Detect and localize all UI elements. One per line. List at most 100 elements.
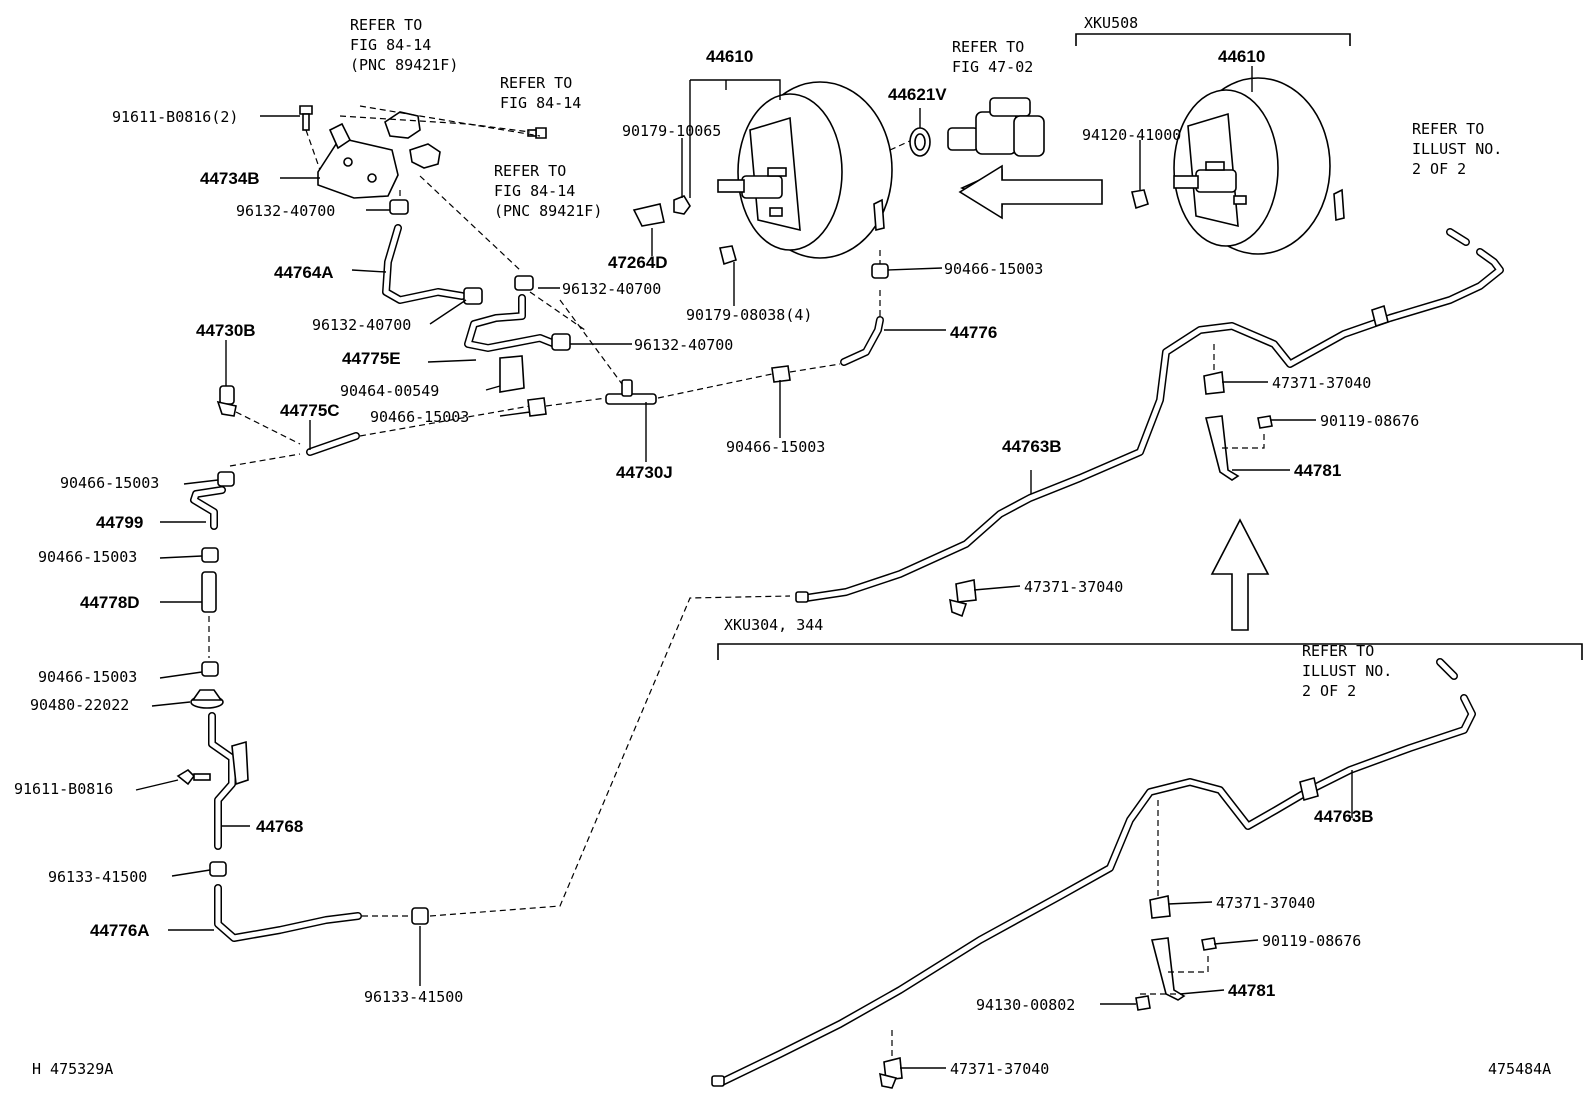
- label-44781-a: 44781: [1294, 461, 1341, 480]
- ref-fig-84-14-pnc-a: REFER TO FIG 84-14 (PNC 89421F): [350, 16, 458, 74]
- bolt-90119-08676-b: [1201, 937, 1217, 951]
- label-44799: 44799: [96, 513, 143, 532]
- label-96132-40700-c: 96132-40700: [562, 280, 661, 298]
- label-90119-08676-b: 90119-08676: [1262, 932, 1361, 950]
- clamp-96132-40700-a: [389, 199, 409, 215]
- clip-47371-37040-d: [879, 1030, 903, 1089]
- direction-arrow-up: [1210, 518, 1270, 631]
- reference-notes: REFER TO FIG 84-14 (PNC 89421F) REFER TO…: [350, 16, 1511, 700]
- label-44775e: 44775E: [342, 349, 401, 368]
- clamp-96132-40700-c: [514, 275, 534, 291]
- label-90466-15003-a: 90466-15003: [370, 408, 469, 426]
- clamp-96133-41500-b: [411, 907, 429, 925]
- label-94130-00802: 94130-00802: [976, 996, 1075, 1014]
- bracket-47264d: [632, 203, 665, 227]
- variant-label-bottom: XKU304, 344: [724, 616, 823, 634]
- label-44778d: 44778D: [80, 593, 140, 612]
- clamp-90466-15003-f: [771, 365, 791, 383]
- label-90466-15003-b: 90466-15003: [60, 474, 159, 492]
- label-90179-08038-4: 90179-08038(4): [686, 306, 812, 324]
- label-44776: 44776: [950, 323, 997, 342]
- label-44768: 44768: [256, 817, 303, 836]
- label-44610-b: 44610: [1218, 47, 1265, 66]
- grommet-90480-22022: [190, 689, 224, 709]
- ref-fig-47-02: REFER TO FIG 47-02: [952, 38, 1033, 76]
- variant-bracket-bottom: [717, 643, 1583, 660]
- label-96132-40700-b: 96132-40700: [312, 316, 411, 334]
- label-44776a: 44776A: [90, 921, 150, 940]
- clamp-90466-15003-b: [217, 471, 235, 487]
- clip-47371-37040-a: [1203, 344, 1225, 395]
- label-44730b: 44730B: [196, 321, 256, 340]
- ref-illust-top: REFER TO ILLUST NO. 2 OF 2: [1412, 120, 1511, 178]
- clip-47371-37040-c: [1149, 800, 1171, 919]
- label-90466-15003-d: 90466-15003: [38, 668, 137, 686]
- label-90179-10065: 90179-10065: [622, 122, 721, 140]
- pipe-44768: [208, 712, 249, 850]
- part-callouts: 91611-B0816(2) 44734B 96132-40700 44764A…: [14, 47, 1419, 1078]
- nut-94120-41000: [1131, 189, 1149, 210]
- label-90464-00549: 90464-00549: [340, 382, 439, 400]
- label-90480-22022: 90480-22022: [30, 696, 129, 714]
- hose-44775e: [464, 294, 564, 352]
- label-90119-08676-a: 90119-08676: [1320, 412, 1419, 430]
- master-cylinder: [947, 97, 1045, 157]
- label-96132-40700-a: 96132-40700: [236, 202, 335, 220]
- label-96133-41500-a: 96133-41500: [48, 868, 147, 886]
- ref-fig-84-14-pnc-c: REFER TO FIG 84-14 (PNC 89421F): [494, 162, 602, 220]
- ref-illust-bottom: REFER TO ILLUST NO. 2 OF 2: [1302, 642, 1401, 700]
- label-47371-37040-b: 47371-37040: [1024, 578, 1123, 596]
- variant-label-top: XKU508: [1084, 14, 1138, 32]
- hose-44776a: [214, 884, 362, 942]
- footer-left-code: H 475329A: [32, 1060, 113, 1078]
- label-96132-40700-d: 96132-40700: [634, 336, 733, 354]
- label-44621v: 44621V: [888, 85, 947, 104]
- label-44763b-a: 44763B: [1002, 437, 1062, 456]
- label-44610-a: 44610: [706, 47, 753, 66]
- seal-44621v: [909, 127, 931, 157]
- tee-44730j: [605, 379, 657, 405]
- clamp-90466-15003-d: [201, 661, 219, 677]
- label-44763b-b: 44763B: [1314, 807, 1374, 826]
- bolt-91611-b0816: [176, 768, 211, 786]
- clamp-90466-15003-c: [201, 547, 219, 563]
- label-44775c: 44775C: [280, 401, 340, 420]
- clip-90464-00549: [499, 355, 525, 393]
- label-44734b: 44734B: [200, 169, 260, 188]
- label-44730j: 44730J: [616, 463, 673, 482]
- hose-44775c: [306, 432, 360, 456]
- footer-right-code: 475484A: [1488, 1060, 1551, 1078]
- clamp-96133-41500-a: [209, 861, 227, 877]
- hose-44776: [840, 316, 884, 366]
- brake-booster-44610-right: [1173, 77, 1345, 255]
- label-44781-b: 44781: [1228, 981, 1275, 1000]
- clamp-96132-40700-b: [463, 287, 483, 305]
- label-47264d: 47264D: [608, 253, 668, 272]
- label-94120-41000: 94120-41000: [1082, 126, 1181, 144]
- label-47371-37040-d: 47371-37040: [950, 1060, 1049, 1078]
- fitting-44730b: [216, 340, 237, 417]
- bracket-44781-b: [1140, 937, 1209, 1001]
- hose-44778d: [201, 571, 217, 613]
- bracket-44781-a: [1204, 415, 1265, 481]
- pipe-44763b-bottom: [711, 658, 1476, 1087]
- leader-lines: [135, 108, 1316, 1069]
- ref-fig-84-14-b: REFER TO FIG 84-14: [500, 74, 581, 112]
- variant-bracket-top: [1075, 33, 1351, 46]
- label-96133-41500-b: 96133-41500: [364, 988, 463, 1006]
- label-91611-b0816: 91611-B0816: [14, 780, 113, 798]
- label-91611-b0816-2: 91611-B0816(2): [112, 108, 238, 126]
- pipe-44763b-top: [795, 228, 1504, 603]
- label-90466-15003-f: 90466-15003: [726, 438, 825, 456]
- clamp-90466-15003-e: [871, 263, 889, 279]
- nut-94130-00802: [1135, 995, 1151, 1011]
- clip-47371-37040-b: [949, 579, 977, 618]
- clamp-96132-40700-d: [551, 333, 571, 351]
- brake-booster-44610-left: [717, 81, 893, 259]
- pipe-44799: [190, 486, 226, 530]
- label-90466-15003-e: 90466-15003: [944, 260, 1043, 278]
- label-44764a: 44764A: [274, 263, 334, 282]
- nut-90179-10065: [673, 195, 691, 215]
- label-47371-37040-c: 47371-37040: [1216, 894, 1315, 912]
